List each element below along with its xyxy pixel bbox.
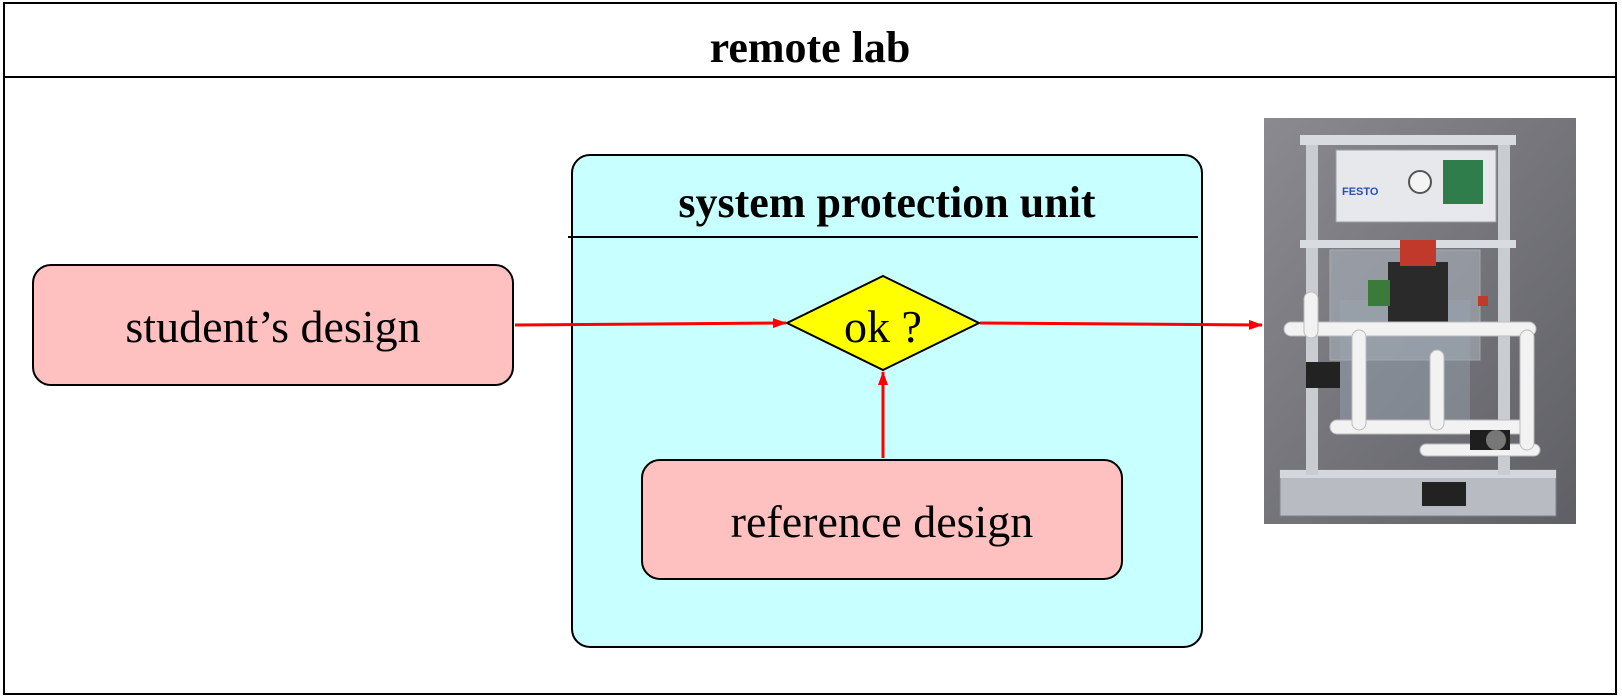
reference-design-box — [641, 459, 1123, 580]
student-design-box — [32, 264, 514, 386]
arrow-check-to-plant — [979, 319, 1263, 330]
arrow-student-to-check — [514, 318, 787, 329]
decision-diamond — [784, 274, 982, 372]
lab-plant-photo: FESTO — [1264, 118, 1576, 524]
festo-logo: FESTO — [1342, 186, 1379, 198]
